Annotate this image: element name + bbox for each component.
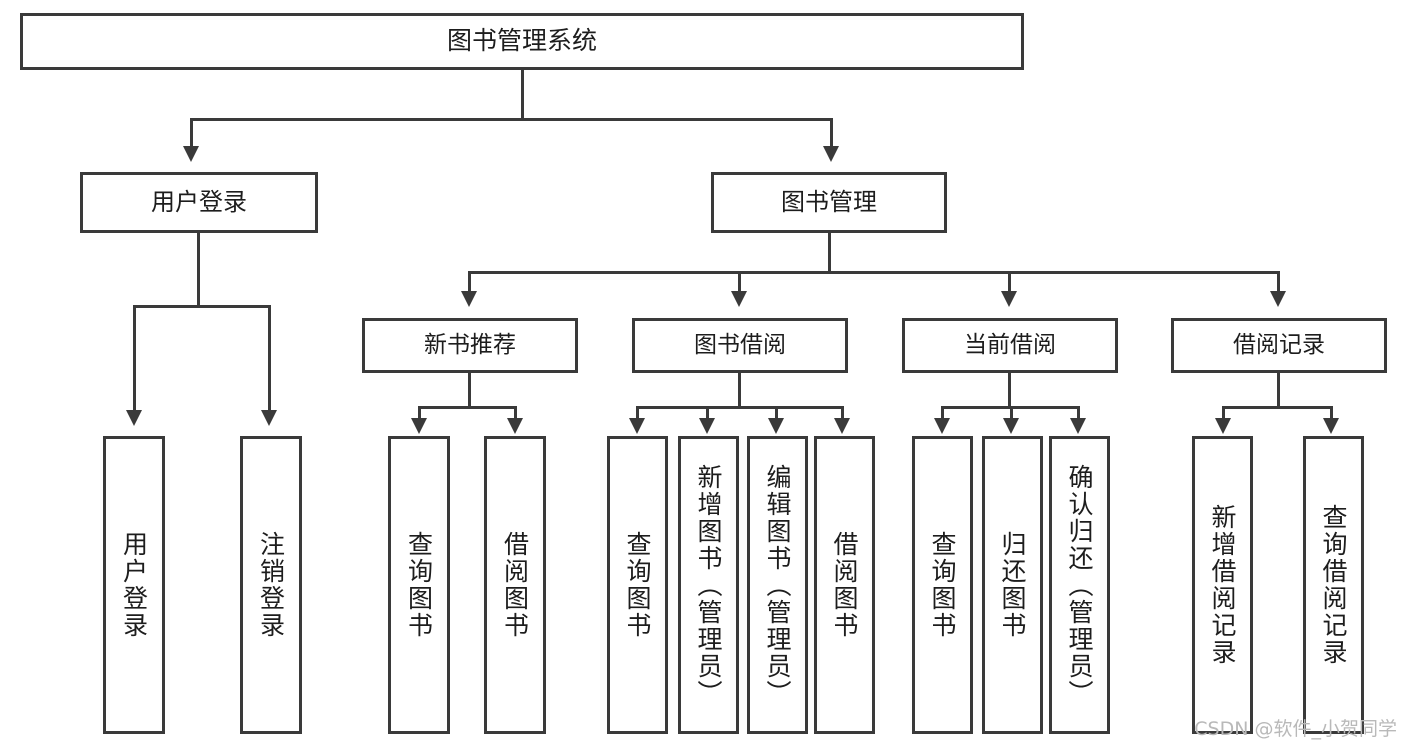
- leaf-borrow-book-1[interactable]: 借阅图书: [484, 436, 546, 734]
- arrow-br-to-leaf-2: [1323, 418, 1339, 434]
- leaf-logout-label: 注销登录: [256, 531, 286, 639]
- leaf-add-book[interactable]: 新增图书（管理员）: [678, 436, 739, 734]
- edge-nbr-to-leaf-1: [418, 406, 421, 422]
- edge-br-to-leaf-2: [1330, 406, 1333, 422]
- edge-bb-to-leaf-4: [841, 406, 844, 422]
- arrow-cb-to-leaf-2: [1003, 418, 1019, 434]
- arrow-bb-to-leaf-2: [699, 418, 715, 434]
- arrow-cb-to-leaf-3: [1070, 418, 1086, 434]
- edge-root-bus: [190, 118, 833, 121]
- edge-root-to-book-manage: [830, 118, 833, 150]
- leaf-user-login[interactable]: 用户登录: [103, 436, 165, 734]
- leaf-query-book-2-label: 查询图书: [623, 531, 652, 639]
- edge-cb-to-leaf-2: [1010, 406, 1013, 422]
- arrow-book-manage-to-lvl3-2: [731, 291, 747, 307]
- edge-bb-to-leaf-3: [775, 406, 778, 422]
- edge-user-login-to-leaf-1: [133, 305, 136, 412]
- leaf-edit-book[interactable]: 编辑图书（管理员）: [747, 436, 808, 734]
- edge-cb-to-leaf-1: [941, 406, 944, 422]
- edge-user-login-to-leaf-2: [268, 305, 271, 412]
- arrow-root-to-book-manage: [823, 146, 839, 162]
- node-book-manage[interactable]: 图书管理: [711, 172, 947, 233]
- leaf-add-record-label: 新增借阅记录: [1208, 504, 1237, 666]
- edge-root-to-user-login: [190, 118, 193, 150]
- edge-cb-to-leaf-3: [1077, 406, 1080, 422]
- node-new-book-recommend-label: 新书推荐: [424, 331, 516, 358]
- edge-book-manage-bus: [468, 271, 1280, 274]
- leaf-query-book-2[interactable]: 查询图书: [607, 436, 668, 734]
- edge-book-borrow-stem: [738, 373, 741, 408]
- arrow-root-to-user-login: [183, 146, 199, 162]
- node-new-book-recommend[interactable]: 新书推荐: [362, 318, 578, 373]
- edge-book-manage-to-lvl3-1: [468, 271, 471, 295]
- arrow-user-login-to-leaf-2: [261, 410, 277, 426]
- arrow-bb-to-leaf-3: [768, 418, 784, 434]
- edge-current-borrow-stem: [1008, 373, 1011, 408]
- leaf-edit-book-label: 编辑图书（管理员）: [763, 463, 792, 707]
- arrow-book-manage-to-lvl3-3: [1001, 291, 1017, 307]
- edge-user-login-bus: [133, 305, 270, 308]
- node-book-borrow-label: 图书借阅: [694, 331, 786, 358]
- leaf-return-book[interactable]: 归还图书: [982, 436, 1043, 734]
- node-current-borrow[interactable]: 当前借阅: [902, 318, 1118, 373]
- arrow-cb-to-leaf-1: [934, 418, 950, 434]
- arrow-book-manage-to-lvl3-1: [461, 291, 477, 307]
- leaf-query-book-1[interactable]: 查询图书: [388, 436, 450, 734]
- edge-book-manage-to-lvl3-3: [1008, 271, 1011, 295]
- leaf-query-book-1-label: 查询图书: [404, 531, 434, 639]
- leaf-borrow-book-1-label: 借阅图书: [500, 531, 530, 639]
- leaf-add-book-label: 新增图书（管理员）: [694, 463, 723, 707]
- leaf-query-record[interactable]: 查询借阅记录: [1303, 436, 1364, 734]
- edge-bb-to-leaf-2: [706, 406, 709, 422]
- node-current-borrow-label: 当前借阅: [964, 331, 1056, 358]
- edge-book-borrow-bus: [636, 406, 844, 409]
- leaf-borrow-book-2[interactable]: 借阅图书: [814, 436, 875, 734]
- node-book-borrow[interactable]: 图书借阅: [632, 318, 848, 373]
- leaf-add-record[interactable]: 新增借阅记录: [1192, 436, 1253, 734]
- edge-book-manage-to-lvl3-2: [738, 271, 741, 295]
- edge-br-to-leaf-1: [1222, 406, 1225, 422]
- edge-new-book-recommend-stem: [468, 373, 471, 408]
- edge-book-manage-stem: [828, 233, 831, 273]
- edge-borrow-record-bus: [1222, 406, 1333, 409]
- leaf-query-book-3[interactable]: 查询图书: [912, 436, 973, 734]
- node-root-label: 图书管理系统: [446, 26, 597, 56]
- node-user-login-label: 用户登录: [151, 188, 247, 217]
- leaf-query-book-3-label: 查询图书: [928, 531, 957, 639]
- edge-nbr-to-leaf-2: [514, 406, 517, 422]
- arrow-user-login-to-leaf-1: [126, 410, 142, 426]
- leaf-confirm-return-label: 确认归还（管理员）: [1065, 463, 1094, 707]
- arrow-nbr-to-leaf-1: [411, 418, 427, 434]
- node-borrow-record-label: 借阅记录: [1233, 331, 1325, 358]
- node-root[interactable]: 图书管理系统: [20, 13, 1024, 70]
- leaf-confirm-return[interactable]: 确认归还（管理员）: [1049, 436, 1110, 734]
- leaf-logout[interactable]: 注销登录: [240, 436, 302, 734]
- leaf-borrow-book-2-label: 借阅图书: [830, 531, 859, 639]
- arrow-br-to-leaf-1: [1215, 418, 1231, 434]
- edge-root-stem: [521, 70, 524, 118]
- arrow-bb-to-leaf-1: [629, 418, 645, 434]
- arrow-book-manage-to-lvl3-4: [1270, 291, 1286, 307]
- edge-new-book-recommend-bus: [418, 406, 517, 409]
- node-book-manage-label: 图书管理: [781, 188, 877, 217]
- node-user-login[interactable]: 用户登录: [80, 172, 318, 233]
- leaf-user-login-label: 用户登录: [119, 531, 149, 639]
- node-borrow-record[interactable]: 借阅记录: [1171, 318, 1387, 373]
- edge-borrow-record-stem: [1277, 373, 1280, 408]
- leaf-query-record-label: 查询借阅记录: [1319, 504, 1348, 666]
- leaf-return-book-label: 归还图书: [998, 531, 1027, 639]
- edge-bb-to-leaf-1: [636, 406, 639, 422]
- arrow-nbr-to-leaf-2: [507, 418, 523, 434]
- arrow-bb-to-leaf-4: [834, 418, 850, 434]
- edge-book-manage-to-lvl3-4: [1277, 271, 1280, 295]
- edge-user-login-stem: [197, 233, 200, 305]
